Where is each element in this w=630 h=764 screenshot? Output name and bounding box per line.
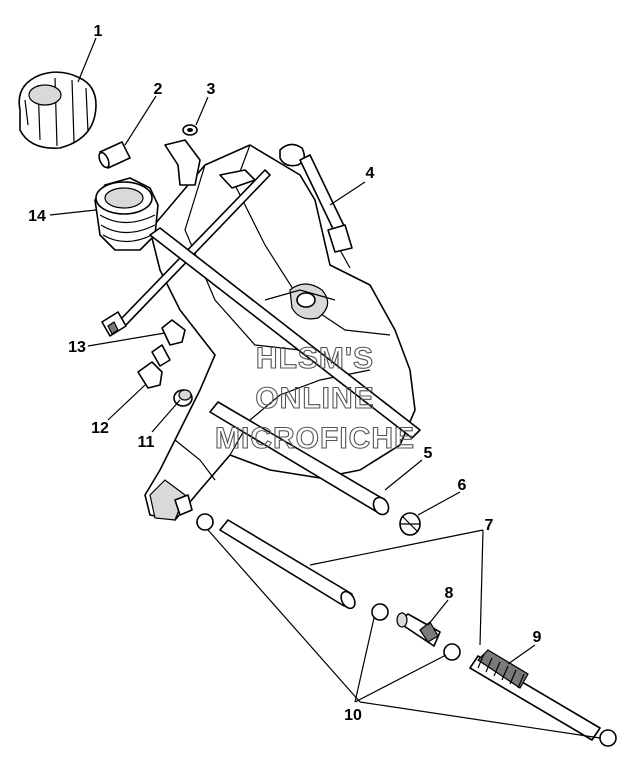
fuel-filter [396,612,441,647]
hose-clamp-6 [399,512,421,536]
callout-1: 1 [94,23,103,40]
callout-14: 14 [28,208,46,225]
elbow-fitting [137,344,171,389]
sender-wire [101,143,306,337]
filler-neck [94,177,159,251]
fitting [161,319,186,346]
callout-13: 13 [68,339,86,356]
callout-6: 6 [458,477,467,494]
callout-10: 10 [344,707,362,724]
callout-4: 4 [366,165,375,182]
callout-12: 12 [91,420,109,437]
callout-labels: 1 2 3 4 5 6 7 8 9 10 11 12 13 14 [28,23,541,724]
watermark-line-3: MICROFICHE [215,422,415,455]
watermark-line-2: ONLINE [255,382,374,415]
watermark-line-1: HLSM'S [256,342,374,375]
tank-outlet [174,494,214,531]
fuel-sender [299,154,353,269]
fuel-hose-upper [209,401,390,516]
callout-9: 9 [533,629,542,646]
callout-7: 7 [485,517,494,534]
callout-3: 3 [207,81,216,98]
callout-8: 8 [445,585,454,602]
callout-5: 5 [424,445,433,462]
fuel-line-spring [469,649,601,741]
callout-11: 11 [138,434,155,451]
fuel-hose-lower [219,519,356,610]
watermark: HLSM'S ONLINE MICROFICHE [214,341,415,455]
leader-lines [49,37,601,739]
retaining-clip [182,124,198,136]
vent-pin [98,141,131,169]
crossover-tube [149,227,421,439]
callout-2: 2 [154,81,163,98]
fuel-cap [18,71,97,149]
